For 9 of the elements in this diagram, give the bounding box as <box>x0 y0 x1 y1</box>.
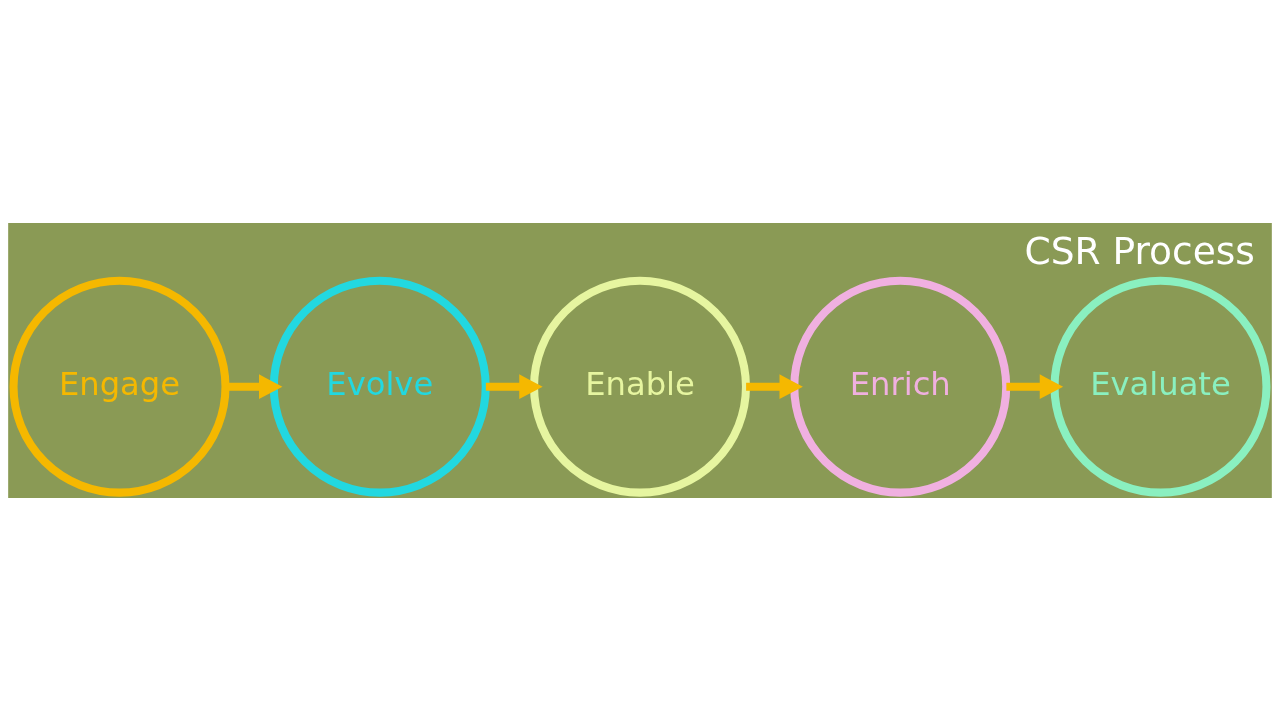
node-circle: Engage <box>9 276 230 497</box>
node-circle: Enrich <box>790 276 1011 497</box>
node-circle: Evolve <box>269 276 490 497</box>
arrow <box>746 373 803 399</box>
node-circle: Enable <box>530 276 750 497</box>
node-circle: Evaluate <box>1050 276 1271 497</box>
arrow <box>485 373 543 399</box>
diagram-title: CSR Process <box>1024 228 1255 273</box>
arrow <box>1006 373 1064 399</box>
